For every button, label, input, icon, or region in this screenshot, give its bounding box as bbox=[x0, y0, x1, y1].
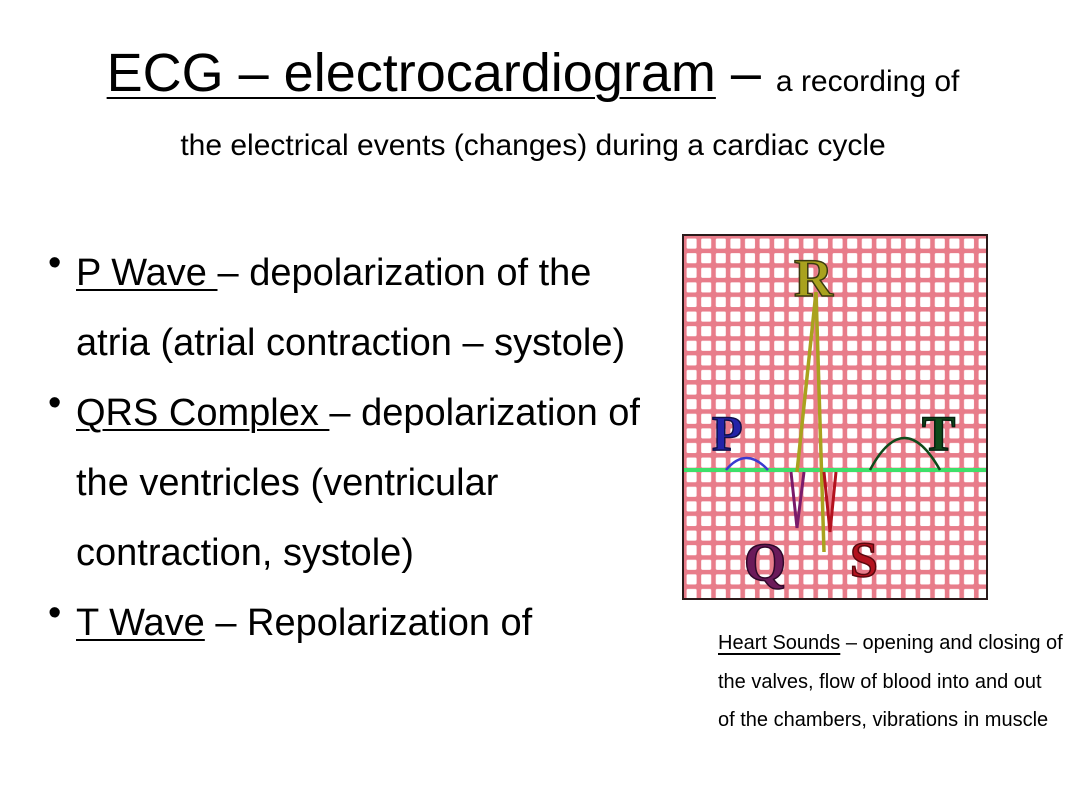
caption-term: Heart Sounds bbox=[718, 632, 841, 654]
heart-sounds-caption: Heart Sounds – opening and closing of th… bbox=[718, 624, 1063, 740]
r-label: R bbox=[794, 248, 834, 308]
bullet-term: T Wave bbox=[76, 602, 205, 644]
bullet-qrs-complex: • QRS Complex – depolarization of the ve… bbox=[48, 378, 648, 588]
bullet-p-wave: • P Wave – depolarization of the atria (… bbox=[48, 238, 648, 378]
r-wave-line bbox=[795, 291, 826, 553]
ecg-diagram: R P T Q S bbox=[682, 234, 988, 600]
bullet-term: P Wave bbox=[76, 252, 218, 294]
q-label: Q bbox=[744, 532, 786, 592]
slide-subtitle: the electrical events (changes) during a… bbox=[180, 129, 886, 162]
bullet-list: • P Wave – depolarization of the atria (… bbox=[48, 238, 648, 658]
t-wave-line bbox=[868, 437, 942, 471]
bullet-t-wave: • T Wave – Repolarization of bbox=[48, 588, 648, 658]
caption-text: – opening and closing of the valves, flo… bbox=[718, 632, 1063, 731]
title-main: ECG – electrocardiogram bbox=[106, 43, 716, 103]
s-wave-line bbox=[822, 471, 838, 533]
ecg-grid bbox=[684, 236, 986, 598]
bullet-term: QRS Complex bbox=[76, 392, 330, 434]
slide-title: ECG – electrocardiogram – a recording of bbox=[0, 46, 1066, 100]
bullet-text: – depolarization of the ventricles (vent… bbox=[76, 392, 640, 574]
q-wave-line bbox=[789, 471, 806, 529]
bullet-text: – depolarization of the atria (atrial co… bbox=[76, 252, 626, 364]
bullet-text: – Repolarization of bbox=[204, 602, 533, 644]
title-dash: – bbox=[715, 43, 776, 103]
t-label: T bbox=[922, 405, 955, 461]
s-label: S bbox=[850, 531, 878, 587]
bullet-dot: • bbox=[48, 242, 62, 284]
bullet-dot: • bbox=[48, 592, 62, 634]
ecg-diagram-svg: R P T Q S bbox=[684, 236, 986, 598]
bullet-dot: • bbox=[48, 382, 62, 424]
p-label: P bbox=[712, 405, 743, 461]
p-wave-line bbox=[725, 456, 769, 471]
title-inline-text: a recording of bbox=[775, 65, 960, 98]
